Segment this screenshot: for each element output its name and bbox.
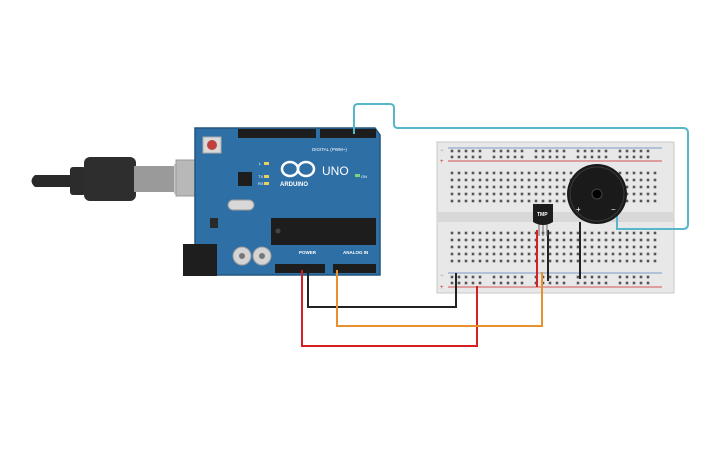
analog-header — [333, 264, 376, 273]
power-jack — [183, 244, 217, 276]
analog-label: ANALOG IN — [343, 250, 368, 255]
reset-button[interactable] — [202, 136, 222, 154]
l-label: L — [259, 161, 262, 166]
power-header — [275, 264, 325, 273]
temperature-sensor[interactable]: TMP — [533, 204, 553, 236]
rail-plus-bottom: + — [440, 285, 444, 291]
piezo-buzzer[interactable]: + − — [567, 164, 627, 224]
digital-header-left — [238, 129, 316, 138]
rail-plus-top: + — [440, 159, 444, 165]
regulator — [210, 218, 218, 228]
model-label: UNO — [322, 164, 349, 178]
wires — [301, 103, 689, 347]
breadboard-holes — [450, 149, 657, 285]
rail-minus-top: − — [440, 148, 444, 154]
digital-header-right — [320, 129, 376, 138]
microcontroller-chip — [271, 218, 376, 245]
wire-red-5v[interactable] — [301, 270, 478, 347]
rail-minus-bottom: − — [440, 273, 444, 279]
tx-led — [264, 175, 269, 178]
center-channel — [437, 212, 674, 222]
brand-label: ARDUINO — [280, 182, 308, 188]
power-label: POWER — [299, 250, 317, 255]
wire-orange-a0[interactable] — [336, 270, 543, 327]
on-label: ON — [361, 174, 367, 179]
wire-black-gnd[interactable] — [307, 270, 457, 308]
rx-label: RX — [258, 181, 264, 186]
buzzer-plus-label: + — [576, 205, 581, 214]
on-led — [355, 174, 360, 177]
sensor-label: TMP — [537, 212, 548, 218]
rx-led — [264, 182, 269, 185]
tx-label: TX — [258, 174, 263, 179]
crystal — [227, 199, 255, 211]
digital-label: DIGITAL (PWM~) — [312, 147, 347, 152]
arduino-logo — [280, 160, 316, 178]
capacitors — [232, 246, 272, 266]
l-led — [264, 162, 269, 165]
buzzer-minus-label: − — [611, 205, 616, 214]
usb-chip — [238, 172, 252, 186]
wire-teal-digital[interactable] — [353, 103, 689, 230]
breadboard[interactable]: − + − + — [436, 141, 675, 294]
arduino-board[interactable]: DIGITAL (PWM~) ARDUINO UNO ON TX RX L — [183, 127, 381, 276]
usb-cable[interactable] — [31, 157, 201, 201]
